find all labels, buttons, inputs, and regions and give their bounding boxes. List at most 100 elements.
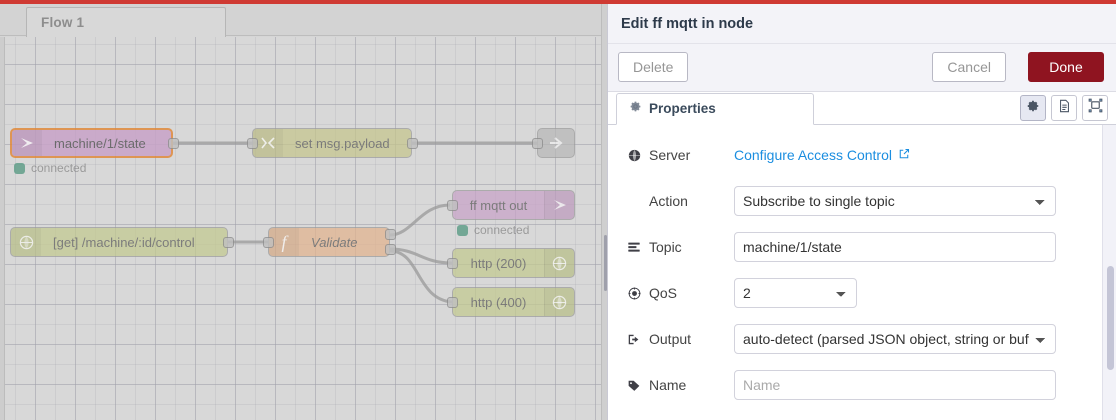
node-http-in-output-port[interactable] — [223, 237, 234, 248]
form-row-action: Action Subscribe to single topicSubscrib… — [626, 186, 1106, 216]
node-http-response-200[interactable]: http (200) — [452, 248, 575, 278]
wire-function-to-http200 — [389, 247, 453, 265]
node-change-label: set msg.payload — [295, 135, 390, 151]
topic-input[interactable] — [734, 232, 1056, 262]
document-icon — [1058, 99, 1071, 118]
status-dot-icon — [457, 224, 468, 236]
node-http-in[interactable]: [get] /machine/:id/control — [10, 227, 228, 257]
tab-properties-label: Properties — [649, 101, 716, 116]
form-row-server: Server Configure Access Control — [626, 140, 1106, 170]
wire-layer — [173, 141, 538, 304]
node-mqtt-in-status-label: connected — [31, 161, 87, 175]
delete-button[interactable]: Delete — [618, 52, 689, 82]
dialog-vertical-scrollbar[interactable] — [1107, 266, 1114, 370]
description-icon-button[interactable] — [1051, 95, 1077, 121]
topic-label-text: Topic — [649, 239, 682, 255]
node-link-out-input-port[interactable] — [532, 138, 543, 149]
output-label-text: Output — [649, 331, 692, 347]
node-http-response-400[interactable]: http (400) — [452, 287, 575, 317]
flow-canvas[interactable]: machine/1/state connected set msg.payloa… — [0, 37, 601, 420]
done-button[interactable]: Done — [1028, 52, 1104, 82]
node-mqtt-out-label: ff mqtt out — [469, 197, 528, 213]
canvas-left-gutter — [0, 37, 5, 420]
form-row-qos: QoS 012 — [626, 278, 1106, 308]
node-mqtt-in-output-port[interactable] — [168, 138, 179, 149]
node-function-label: Validate — [311, 234, 358, 250]
node-change[interactable]: set msg.payload — [252, 128, 412, 158]
edit-node-dialog: Edit ff mqtt in node Delete Cancel Done … — [608, 4, 1116, 420]
bullseye-icon — [626, 286, 642, 300]
globe-icon — [544, 288, 574, 316]
node-link-out[interactable] — [537, 128, 575, 158]
node-mqtt-out-input-port[interactable] — [447, 200, 458, 211]
dialog-title: Edit ff mqtt in node — [608, 4, 1116, 44]
dialog-tab-bar: Properties — [608, 92, 1116, 125]
flow-tab-bar: Flow 1 — [0, 4, 601, 37]
node-function-output-port-1[interactable] — [385, 229, 396, 240]
link-out-icon — [538, 129, 574, 157]
node-http-200-label: http (200) — [470, 255, 527, 271]
node-mqtt-out-status-label: connected — [474, 223, 530, 237]
node-function-output-port-2[interactable] — [385, 244, 396, 255]
properties-icon-button[interactable] — [1020, 95, 1046, 121]
server-label-text: Server — [649, 147, 691, 163]
node-mqtt-out-status: connected — [457, 223, 529, 237]
qos-label: QoS — [626, 285, 734, 301]
node-http-200-input-port[interactable] — [447, 258, 458, 269]
configure-access-control-text: Configure Access Control — [734, 147, 892, 163]
resize-grip-handle[interactable] — [604, 235, 607, 291]
wire-function-to-mqttout — [389, 203, 451, 237]
topic-label: Topic — [626, 239, 734, 255]
node-http-in-label: [get] /machine/:id/control — [53, 234, 195, 250]
tab-properties[interactable]: Properties — [616, 93, 814, 125]
app-top-accent-bar — [0, 0, 1116, 4]
node-mqtt-out[interactable]: ff mqtt out — [452, 190, 575, 220]
status-dot-icon — [14, 162, 25, 174]
form-row-topic: Topic — [626, 232, 1106, 262]
form-row-output: Output auto-detect (parsed JSON object, … — [626, 324, 1106, 354]
wire-function-to-http400 — [389, 249, 453, 304]
name-label: Name — [626, 377, 734, 393]
node-change-input-port[interactable] — [247, 138, 258, 149]
node-change-output-port[interactable] — [407, 138, 418, 149]
configure-access-control-link[interactable]: Configure Access Control — [734, 147, 910, 163]
globe-icon — [11, 228, 41, 256]
qos-label-text: QoS — [649, 285, 678, 301]
server-label: Server — [626, 147, 734, 163]
action-label: Action — [626, 193, 734, 209]
appearance-icon-button[interactable] — [1082, 95, 1108, 121]
gear-icon — [629, 94, 642, 124]
output-select[interactable]: auto-detect (parsed JSON object, string … — [734, 324, 1056, 354]
node-appearance-icon — [1088, 98, 1103, 118]
node-properties-form: Server Configure Access Control Action — [608, 126, 1106, 420]
globe-icon — [544, 249, 574, 277]
cancel-button[interactable]: Cancel — [932, 52, 1006, 82]
name-label-text: Name — [649, 377, 687, 393]
list-icon — [626, 241, 642, 254]
function-icon: f — [269, 228, 299, 256]
action-label-text: Action — [649, 193, 688, 209]
flow-editor-pane: Flow 1 machine/1/state — [0, 4, 601, 420]
node-mqtt-in-label: machine/1/state — [54, 135, 146, 151]
flow-tab-flow1[interactable]: Flow 1 — [26, 7, 226, 37]
node-http-400-input-port[interactable] — [447, 297, 458, 308]
mqtt-icon — [544, 191, 574, 219]
node-function-input-port[interactable] — [263, 237, 274, 248]
qos-select[interactable]: 012 — [734, 278, 857, 308]
node-mqtt-in-status: connected — [14, 161, 86, 175]
change-icon — [253, 129, 283, 157]
gear-icon — [1026, 99, 1040, 118]
node-mqtt-in[interactable]: machine/1/state — [10, 128, 173, 158]
tag-icon — [626, 379, 642, 392]
dialog-toolbar: Delete Cancel Done — [608, 44, 1116, 92]
name-input[interactable] — [734, 370, 1056, 400]
output-label: Output — [626, 331, 734, 347]
sign-out-icon — [626, 333, 642, 346]
globe-icon — [626, 149, 642, 162]
node-http-400-label: http (400) — [470, 294, 527, 310]
external-link-icon — [898, 147, 910, 163]
pane-resize-divider[interactable] — [601, 4, 608, 420]
node-function[interactable]: f Validate — [268, 227, 390, 257]
action-select[interactable]: Subscribe to single topicSubscribe to mu… — [734, 186, 1056, 216]
